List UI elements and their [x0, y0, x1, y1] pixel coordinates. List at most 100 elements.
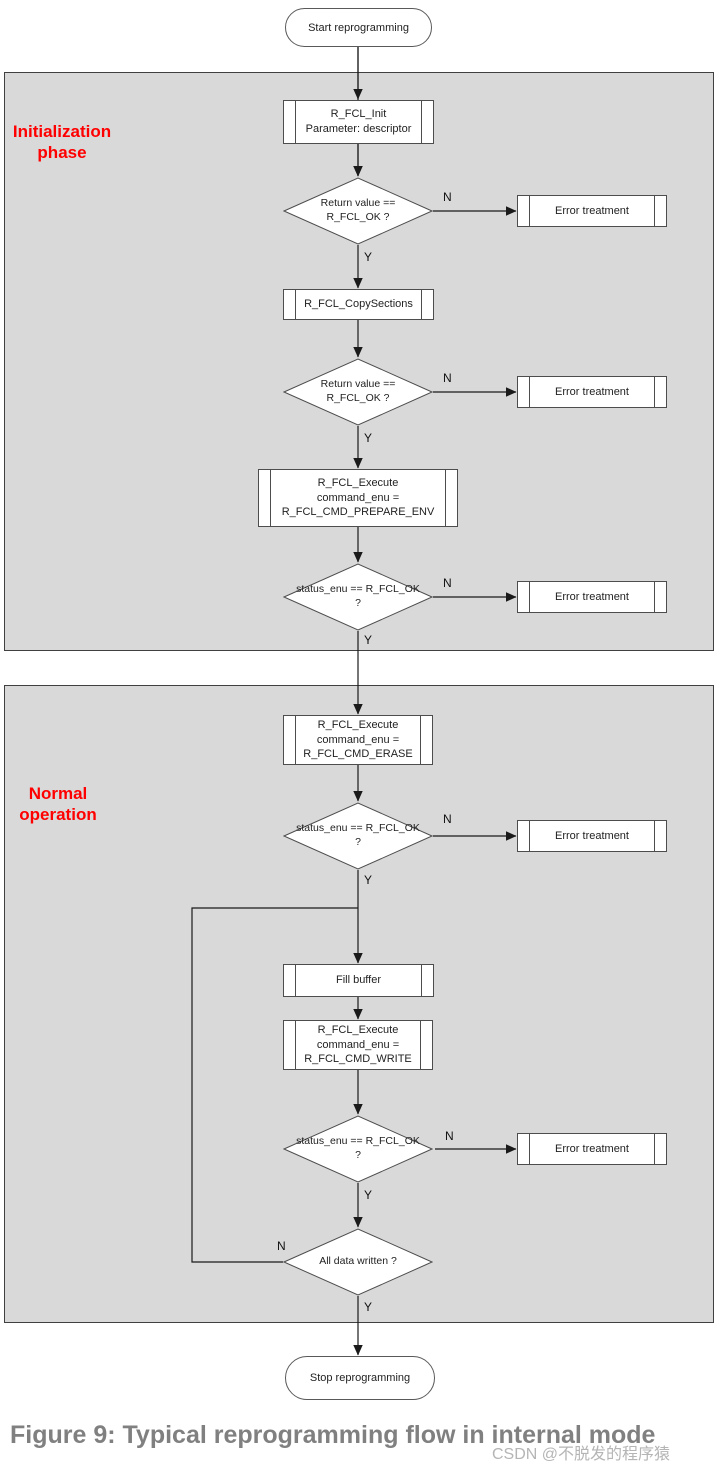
decision-status-3: status_enu == R_FCL_OK ?	[283, 1115, 433, 1183]
initialization-phase-label-line1: Initialization	[12, 122, 112, 141]
decision-text-line: ?	[355, 1149, 361, 1161]
decision-text-line: Return value ==	[320, 378, 396, 391]
branch-label-n: N	[443, 190, 452, 204]
figure-caption: Figure 9: Typical reprogramming flow in …	[10, 1421, 656, 1449]
decision-text-line: R_FCL_OK ?	[326, 211, 390, 223]
normal-operation-label-line2: operation	[19, 805, 97, 825]
process-fill-buffer: Fill buffer	[283, 964, 434, 997]
branch-label-y: Y	[364, 1188, 373, 1202]
initialization-phase-label: Initialization phase	[8, 121, 116, 164]
branch-label-n: N	[277, 1239, 286, 1253]
decision-text-line: ?	[355, 836, 361, 848]
error-treatment-label: Error treatment	[555, 385, 629, 398]
decision-text-line: All data written ?	[319, 1255, 397, 1268]
decision-status-3-text: status_enu == R_FCL_OK ?	[275, 1115, 441, 1183]
process-side-bar	[529, 1134, 530, 1164]
process-erase-line3: R_FCL_CMD_ERASE	[303, 748, 413, 761]
process-side-bar	[529, 196, 530, 226]
stop-terminator-label: Stop reprogramming	[309, 1372, 411, 1384]
error-treatment-2: Error treatment	[517, 376, 667, 408]
diamond-shape	[283, 1115, 433, 1183]
process-rfcl-execute-write: R_FCL_Execute command_enu = R_FCL_CMD_WR…	[283, 1020, 433, 1070]
normal-operation-label: Normal operation	[8, 783, 108, 826]
process-write-line1: R_FCL_Execute	[317, 1023, 399, 1036]
loop-line-alldata-n-to-fill	[191, 907, 358, 1263]
branch-label-y: Y	[364, 431, 373, 445]
branch-label-y: Y	[364, 633, 373, 647]
decision-all-data-written-text: All data written ?	[275, 1228, 441, 1296]
process-fill-buffer-line1: Fill buffer	[335, 974, 382, 987]
diamond-shape	[283, 563, 433, 631]
decision-status-2: status_enu == R_FCL_OK ?	[283, 802, 433, 870]
branch-label-y: Y	[364, 873, 373, 887]
process-write-line2: command_enu =	[316, 1038, 400, 1051]
decision-text-line: status_enu == R_FCL_OK	[296, 583, 420, 596]
process-side-bar	[420, 1021, 421, 1069]
decision-status-1: status_enu == R_FCL_OK ?	[283, 563, 433, 631]
process-side-bar	[270, 470, 271, 526]
decision-return-value-1-text: Return value == R_FCL_OK ?	[275, 177, 441, 245]
decision-text-line: status_enu == R_FCL_OK	[296, 1135, 420, 1148]
diamond-shape	[283, 1228, 433, 1296]
error-treatment-4: Error treatment	[517, 820, 667, 852]
diamond-shape	[283, 802, 433, 870]
process-side-bar	[654, 821, 655, 851]
process-erase-line1: R_FCL_Execute	[317, 718, 399, 731]
process-side-bar	[421, 101, 422, 143]
process-rfcl-execute-erase: R_FCL_Execute command_enu = R_FCL_CMD_ER…	[283, 715, 433, 765]
process-side-bar	[529, 377, 530, 407]
process-side-bar	[421, 290, 422, 319]
process-rfcl-execute-prepare-env: R_FCL_Execute command_enu = R_FCL_CMD_PR…	[258, 469, 458, 527]
start-terminator-label: Start reprogramming	[308, 21, 409, 34]
branch-label-n: N	[443, 371, 452, 385]
process-rfcl-copysections-line1: R_FCL_CopySections	[304, 298, 413, 311]
process-side-bar	[421, 965, 422, 996]
process-side-bar	[420, 716, 421, 764]
branch-label-y: Y	[364, 250, 373, 264]
branch-label-y: Y	[364, 1300, 373, 1314]
process-prepare-line3: R_FCL_CMD_PREPARE_ENV	[281, 506, 435, 519]
process-side-bar	[295, 716, 296, 764]
diamond-shape	[283, 358, 433, 426]
process-rfcl-init-line1: R_FCL_Init	[330, 108, 387, 121]
process-side-bar	[654, 1134, 655, 1164]
process-side-bar	[295, 101, 296, 143]
process-erase-line2: command_enu =	[316, 733, 400, 746]
process-side-bar	[654, 582, 655, 612]
error-treatment-5: Error treatment	[517, 1133, 667, 1165]
error-treatment-3: Error treatment	[517, 581, 667, 613]
decision-status-1-text: status_enu == R_FCL_OK ?	[275, 563, 441, 631]
process-rfcl-copysections: R_FCL_CopySections	[283, 289, 434, 320]
decision-return-value-2: Return value == R_FCL_OK ?	[283, 358, 433, 426]
process-side-bar	[654, 377, 655, 407]
branch-label-n: N	[443, 812, 452, 826]
normal-operation-label-line1: Normal	[28, 784, 88, 803]
process-prepare-line1: R_FCL_Execute	[317, 476, 399, 489]
initialization-phase-label-line2: phase	[37, 143, 87, 163]
process-side-bar	[529, 821, 530, 851]
process-prepare-line2: command_enu =	[316, 491, 400, 504]
stop-terminator: Stop reprogramming	[285, 1356, 435, 1400]
diamond-shape	[283, 177, 433, 245]
decision-text-line: ?	[355, 597, 361, 609]
process-rfcl-init-line2: Parameter: descriptor	[305, 123, 412, 135]
start-terminator: Start reprogramming	[285, 8, 432, 47]
process-side-bar	[295, 1021, 296, 1069]
process-side-bar	[529, 582, 530, 612]
decision-all-data-written: All data written ?	[283, 1228, 433, 1296]
decision-return-value-2-text: Return value == R_FCL_OK ?	[275, 358, 441, 426]
error-treatment-label: Error treatment	[555, 204, 629, 217]
branch-label-n: N	[445, 1129, 454, 1143]
decision-text-line: Return value ==	[320, 197, 396, 210]
decision-text-line: R_FCL_OK ?	[326, 392, 390, 404]
error-treatment-label: Error treatment	[555, 1142, 629, 1155]
decision-status-2-text: status_enu == R_FCL_OK ?	[275, 802, 441, 870]
error-treatment-label: Error treatment	[555, 829, 629, 842]
csdn-watermark: CSDN @不脱发的程序猿	[492, 1446, 671, 1463]
process-side-bar	[295, 290, 296, 319]
process-write-line3: R_FCL_CMD_WRITE	[304, 1053, 412, 1066]
decision-text-line: status_enu == R_FCL_OK	[296, 822, 420, 835]
decision-return-value-1: Return value == R_FCL_OK ?	[283, 177, 433, 245]
